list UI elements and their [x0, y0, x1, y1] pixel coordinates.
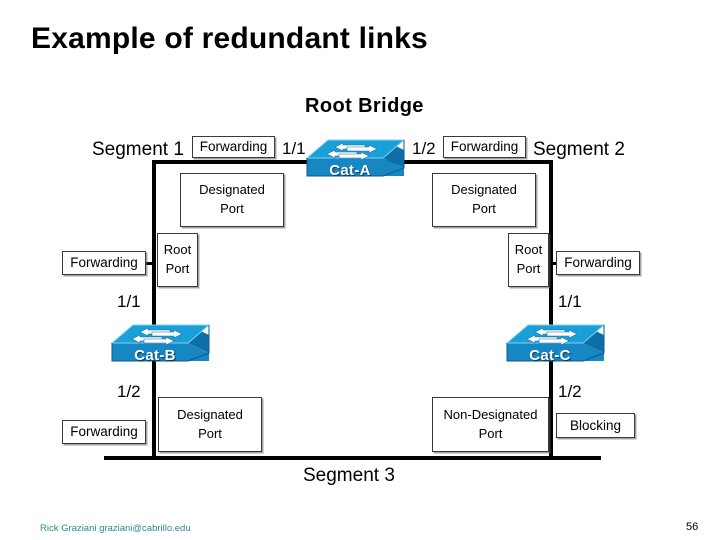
switch-icon-cat-c: [505, 324, 606, 362]
root-port-box-cat-c-line2: Port: [516, 261, 541, 276]
page-title: Example of redundant links: [31, 22, 428, 55]
forwarding-box-bottom-left: Forwarding: [62, 420, 146, 444]
root-port-box-cat-c-line1: Root: [514, 242, 543, 258]
forwarding-box-left-label: Forwarding: [70, 255, 138, 271]
footer-credit: Rick Graziani graziani@cabrillo.edu: [40, 523, 191, 534]
network-topology-diagram: Root Bridge Segment 1 Forwarding 1/1 1/2…: [0, 85, 720, 495]
forwarding-box-segment-1-label: Forwarding: [199, 139, 268, 155]
port-label-cat-a-1-2: 1/2: [412, 139, 436, 158]
segment-1-label: Segment 1: [92, 139, 184, 160]
footer-page-number: 56: [686, 521, 699, 533]
forwarding-box-segment-2-label: Forwarding: [450, 139, 519, 155]
designated-port-box-cat-a-left-line2: Port: [220, 201, 244, 216]
root-bridge-label: Root Bridge: [305, 95, 424, 117]
port-label-cat-c-1-2: 1/2: [558, 382, 582, 401]
port-label-cat-a-1-1: 1/1: [282, 139, 306, 158]
forwarding-box-bottom-left-label: Forwarding: [70, 424, 138, 440]
root-port-box-cat-b-line2: Port: [165, 261, 190, 276]
designated-port-box-cat-a-right: Designated Port: [432, 173, 536, 227]
switch-icon-cat-a: [305, 139, 406, 177]
segment-2-vertical-line: [549, 160, 553, 459]
forwarding-box-segment-2: Forwarding: [443, 136, 526, 158]
segment-2-label: Segment 2: [533, 139, 625, 160]
port-label-cat-b-1-2: 1/2: [117, 382, 141, 401]
non-designated-port-box-cat-c-line1: Non-Designated: [443, 406, 538, 422]
port-label-cat-c-1-1: 1/1: [558, 292, 582, 311]
root-port-box-cat-b-line1: Root: [163, 242, 192, 258]
switch-cat-c[interactable]: Cat-C: [491, 317, 609, 375]
non-designated-port-box-cat-c: Non-Designated Port: [432, 397, 549, 452]
port-label-cat-b-1-1: 1/1: [117, 292, 141, 311]
designated-port-box-cat-b-line1: Designated: [177, 406, 243, 422]
forwarding-box-right: Forwarding: [556, 251, 640, 275]
segment-1-vertical-line: [152, 160, 156, 459]
segment-3-label: Segment 3: [303, 465, 395, 486]
switch-icon-cat-b: [110, 324, 211, 362]
forwarding-box-right-label: Forwarding: [564, 255, 632, 271]
segment-3-horizontal-line: [104, 456, 601, 460]
blocking-box-cat-c-label: Blocking: [569, 417, 622, 433]
non-designated-port-box-cat-c-line2: Port: [478, 425, 503, 441]
root-port-box-cat-c: Root Port: [508, 233, 549, 287]
designated-port-box-cat-b-line2: Port: [198, 425, 222, 441]
forwarding-box-segment-1: Forwarding: [192, 136, 275, 158]
designated-port-box-cat-a-right-line2: Port: [472, 201, 496, 216]
switch-cat-b[interactable]: Cat-B: [96, 317, 214, 375]
designated-port-box-cat-a-left: Designated Port: [180, 173, 284, 227]
switch-cat-a[interactable]: Cat-A: [291, 132, 409, 190]
forwarding-box-left: Forwarding: [62, 251, 146, 275]
blocking-box-cat-c: Blocking: [556, 413, 635, 438]
designated-port-box-cat-a-right-line1: Designated: [451, 182, 517, 198]
designated-port-box-cat-b: Designated Port: [158, 397, 262, 452]
root-port-box-cat-b: Root Port: [157, 233, 198, 287]
designated-port-box-cat-a-left-line1: Designated: [199, 182, 265, 198]
